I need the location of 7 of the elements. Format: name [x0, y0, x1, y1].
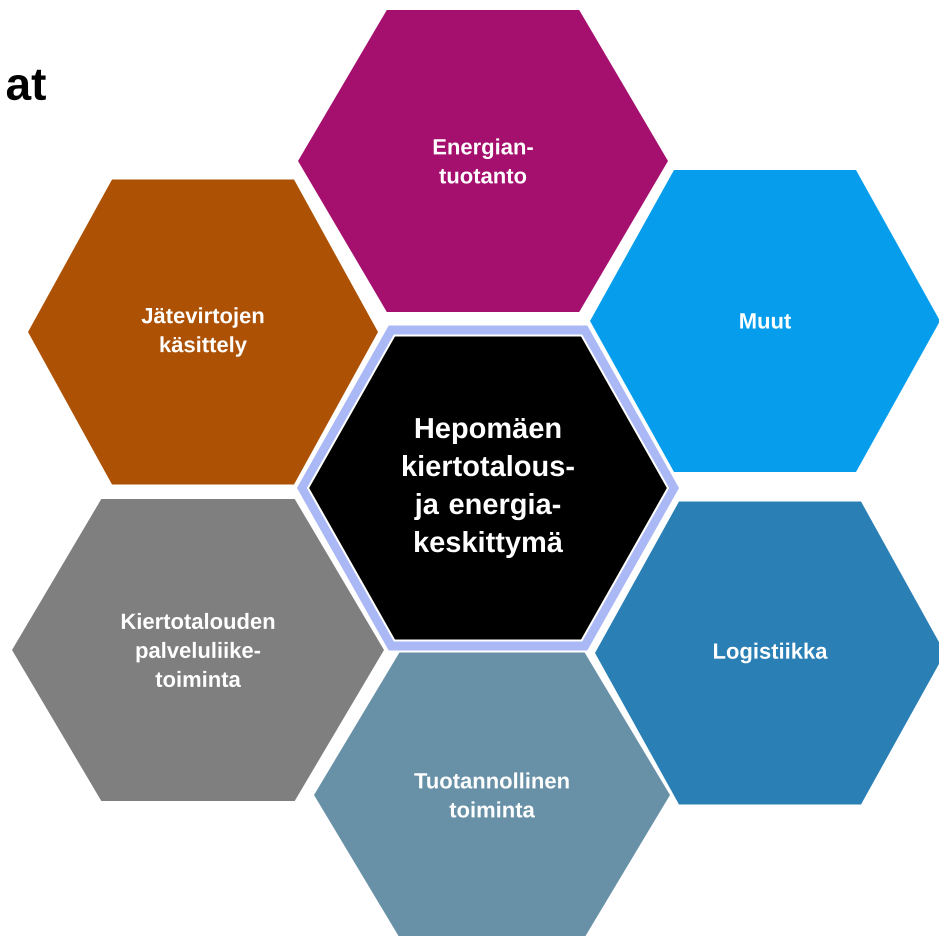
hexagon: Kiertotalouden palveluliike- toiminta — [12, 498, 384, 801]
hexagon: Jätevirtojen käsittely — [28, 179, 378, 484]
title-fragment: at — [6, 70, 46, 100]
hexagon: Logistiikka — [595, 501, 939, 804]
hexagon: Muut — [590, 170, 939, 472]
hexagon: Tuotannollinen toiminta — [314, 652, 670, 936]
hexagon: Energian- tuotanto — [298, 10, 668, 312]
